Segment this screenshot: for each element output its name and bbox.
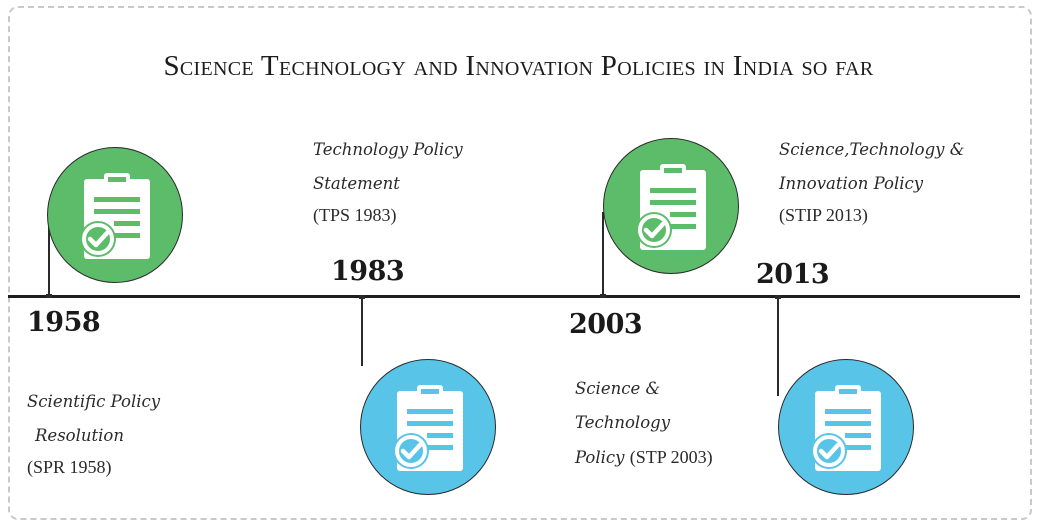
milestone-description-1958: Scientific Policy Resolution (SPR 1958) bbox=[27, 385, 160, 481]
clipboard-check-icon bbox=[636, 164, 706, 250]
stem-2003 bbox=[600, 212, 606, 298]
clipboard-check-icon bbox=[393, 385, 463, 471]
timeline-axis bbox=[8, 295, 1020, 298]
policy-abbreviation: (STIP 2013) bbox=[779, 205, 868, 225]
description-line-with-abbr: Policy (STP 2003) bbox=[575, 440, 713, 475]
diagram-frame bbox=[8, 6, 1032, 520]
policy-abbreviation: (SPR 1958) bbox=[27, 457, 112, 477]
milestone-circle-1983 bbox=[360, 359, 496, 495]
description-line: Scientific Policy bbox=[27, 392, 161, 411]
policy-abbreviation: (STP 2003) bbox=[629, 447, 713, 467]
milestone-circle-1958 bbox=[47, 147, 183, 283]
stem-1958 bbox=[46, 214, 52, 298]
clipboard-check-icon bbox=[80, 173, 150, 259]
milestone-description-1983: Technology Policy Statement (TPS 1983) bbox=[313, 133, 463, 229]
year-label-1958: 1958 bbox=[27, 307, 101, 338]
description-line: Technology bbox=[575, 413, 671, 432]
milestone-circle-2013 bbox=[778, 359, 914, 495]
clipboard-check-icon bbox=[811, 385, 881, 471]
description-line: Resolution bbox=[35, 426, 124, 445]
milestone-description-2013: Science,Technology & Innovation Policy (… bbox=[779, 133, 964, 229]
year-label-1983: 1983 bbox=[331, 256, 405, 287]
description-line: Statement bbox=[313, 174, 400, 193]
description-line: Science & bbox=[575, 379, 661, 398]
stem-2013 bbox=[775, 295, 781, 396]
description-line: Innovation Policy bbox=[779, 174, 924, 193]
policy-abbreviation: (TPS 1983) bbox=[313, 205, 397, 225]
milestone-description-2003: Science & Technology Policy (STP 2003) bbox=[575, 372, 713, 475]
milestone-circle-2003 bbox=[603, 138, 739, 274]
diagram-title: Science Technology and Innovation Polici… bbox=[163, 50, 874, 82]
description-line: Technology Policy bbox=[313, 140, 463, 159]
description-line: Science,Technology & bbox=[779, 140, 965, 159]
description-line: Policy bbox=[575, 448, 625, 467]
year-label-2013: 2013 bbox=[756, 259, 830, 290]
stem-1983 bbox=[359, 295, 365, 366]
year-label-2003: 2003 bbox=[569, 309, 643, 340]
